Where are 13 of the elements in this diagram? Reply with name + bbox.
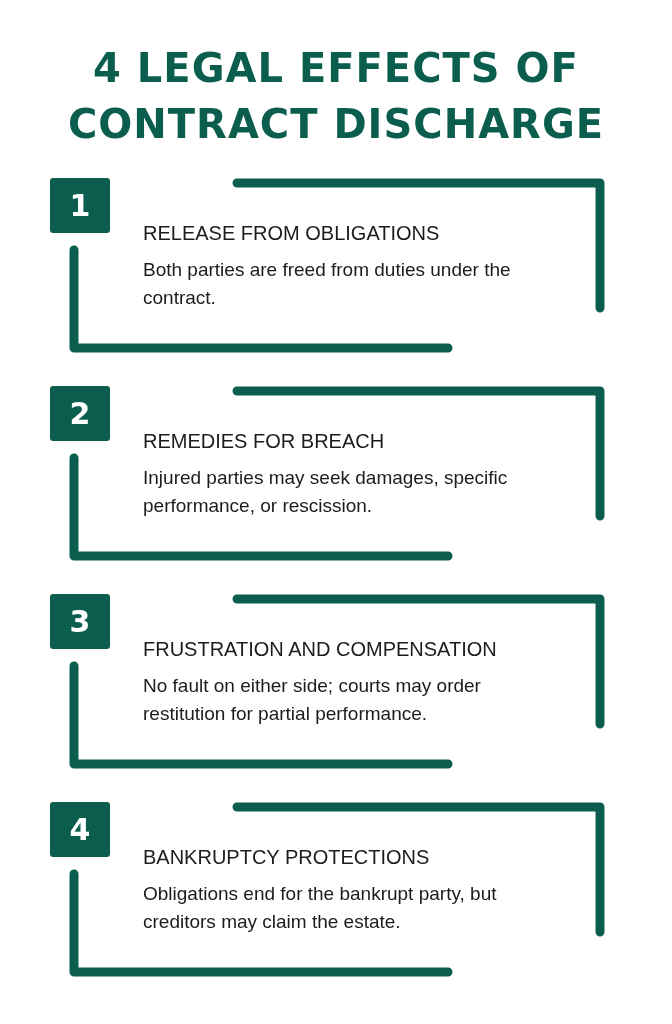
card-heading: BANKRUPTCY PROTECTIONS bbox=[143, 846, 430, 869]
number-badge: 2 bbox=[50, 386, 110, 441]
card-heading: RELEASE FROM OBLIGATIONS bbox=[143, 222, 440, 245]
card-description: No fault on either side; courts may order restitution for partial performance. bbox=[143, 674, 482, 726]
card-description: Obligations end for the bankrupt party, but creditors may claim the estate. bbox=[143, 882, 498, 934]
card-description: Both parties are freed from duties under the contract. bbox=[143, 258, 512, 310]
title: 4 LEGAL EFFECTS OF CONTRACT DISCHARGE bbox=[66, 44, 606, 149]
number-badge: 4 bbox=[50, 802, 110, 857]
card-heading: REMEDIES FOR BREACH bbox=[143, 430, 385, 453]
number-badge: 1 bbox=[50, 178, 110, 233]
number-badge: 3 bbox=[50, 594, 110, 649]
card-description: Injured parties may seek damages, specific performance, or rescission. bbox=[143, 466, 509, 518]
card-heading: FRUSTRATION AND COMPENSATION bbox=[143, 638, 497, 661]
